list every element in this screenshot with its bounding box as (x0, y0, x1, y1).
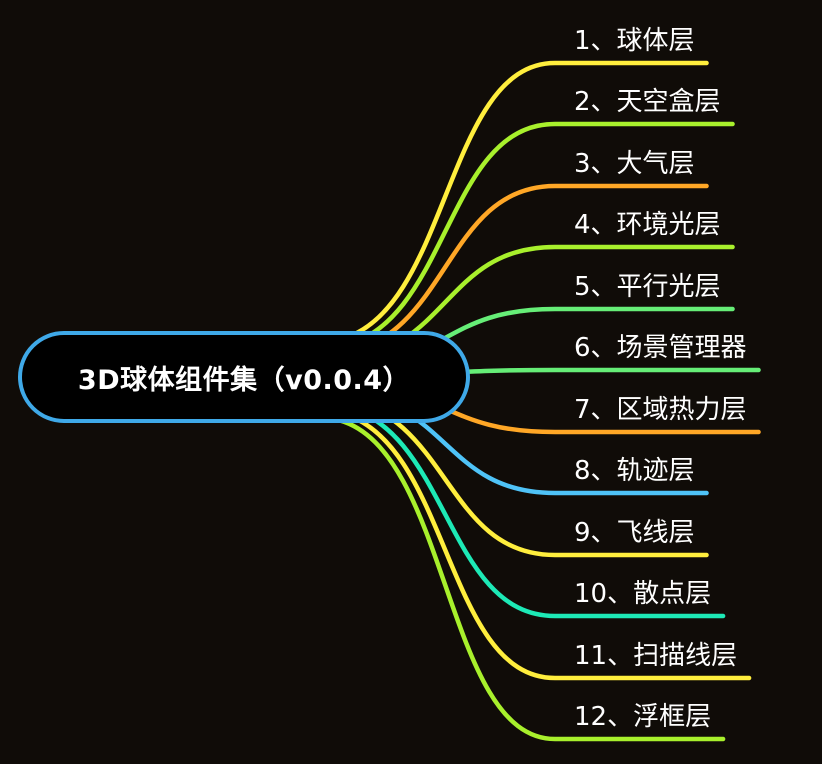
topic-label-skybox-layer[interactable]: 2、天空盒层 (574, 87, 721, 117)
topic-label-floating-box-layer[interactable]: 12、浮框层 (574, 702, 712, 732)
topic-label-scene-manager[interactable]: 6、场景管理器 (574, 333, 747, 363)
root-topic-label: 3D球体组件集（v0.0.4） (77, 364, 411, 396)
topic-label-scanline-layer[interactable]: 11、扫描线层 (574, 641, 738, 671)
topic-label-scatter-layer[interactable]: 10、散点层 (574, 579, 712, 609)
branch-connector-11 (337, 410, 752, 681)
branch-connector-1 (337, 60, 709, 342)
topic-label-atmosphere-layer[interactable]: 3、大气层 (574, 149, 695, 179)
topic-label-sphere-layer[interactable]: 1、球体层 (574, 26, 695, 56)
topic-label-trajectory-layer[interactable]: 8、轨迹层 (574, 456, 695, 486)
topic-label-directional-light-layer[interactable]: 5、平行光层 (574, 272, 721, 302)
branch-connector-2 (337, 121, 735, 349)
branch-connector-10 (337, 403, 726, 619)
topic-label-flyline-layer[interactable]: 9、飞线层 (574, 518, 695, 548)
topic-label-region-heat-layer[interactable]: 7、区域热力层 (574, 395, 747, 425)
root-topic-node[interactable]: 3D球体组件集（v0.0.4） (18, 331, 470, 423)
branch-connector-12 (337, 418, 726, 742)
topic-label-ambient-light-layer[interactable]: 4、环境光层 (574, 210, 721, 240)
